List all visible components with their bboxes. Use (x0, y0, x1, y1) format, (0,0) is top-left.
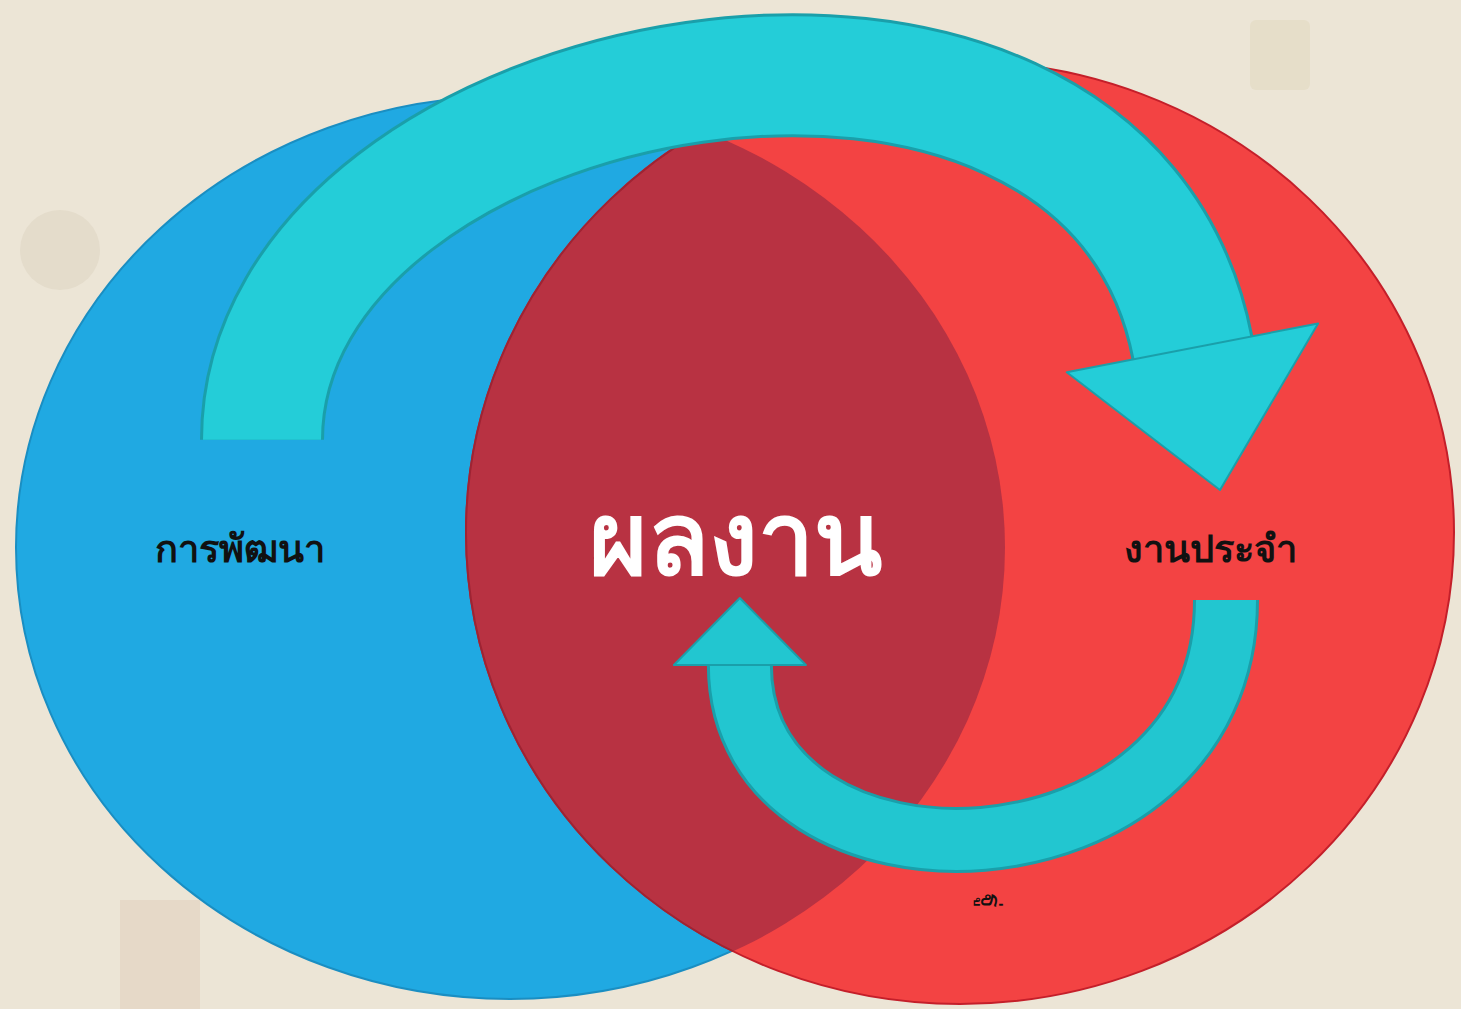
circle-outline (466, 61, 1454, 1004)
circle-label: การพัฒนา (155, 527, 325, 573)
circle-label: งานประจำ (1124, 527, 1297, 573)
decor-block (1250, 20, 1310, 90)
overlap-lens (466, 130, 1005, 1000)
circle-label: ผลงาน (589, 480, 882, 600)
arrow-label-holder: ฐู่ (983, 878, 998, 922)
arrow-label: ฐู่ (968, 893, 1012, 908)
decor-circle (20, 210, 100, 290)
decor-block (120, 900, 200, 1009)
